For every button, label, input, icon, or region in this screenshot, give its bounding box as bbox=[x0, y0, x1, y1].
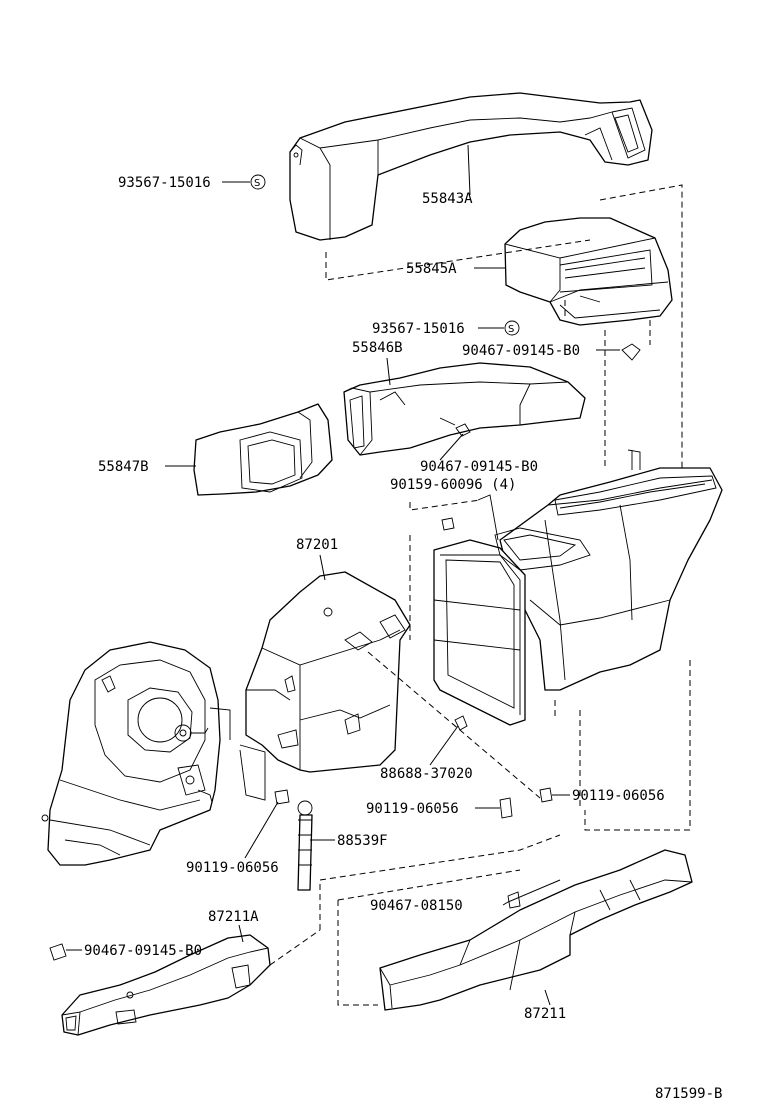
part-labels: 93567-15016 55843A 55845A 93567-15016 90… bbox=[84, 175, 722, 1102]
label-87201: 87201 bbox=[296, 537, 338, 553]
clip-90467-d bbox=[49, 943, 67, 961]
blower-unit bbox=[41, 641, 231, 866]
label-87211a: 87211A bbox=[208, 909, 259, 925]
screw-90159 bbox=[441, 517, 455, 531]
label-87211: 87211 bbox=[524, 1006, 566, 1022]
assembly-dashed-lines bbox=[269, 184, 691, 1006]
duct-55847b bbox=[193, 403, 333, 496]
label-88539f: 88539F bbox=[337, 833, 388, 849]
label-88688-37020: 88688-37020 bbox=[380, 766, 473, 782]
heater-housing bbox=[499, 449, 723, 691]
label-90467-09145-b0-c: 90467-09145-B0 bbox=[84, 943, 202, 959]
heater-core bbox=[433, 494, 591, 726]
screw-90119-b bbox=[499, 797, 513, 819]
clamp-88688 bbox=[454, 715, 468, 731]
diagram-reference-number: 871599-B bbox=[655, 1086, 722, 1102]
s-mark-b: S bbox=[508, 324, 514, 335]
label-55847b: 55847B bbox=[98, 459, 149, 475]
label-90467-09145-b0-b: 90467-09145-B0 bbox=[420, 459, 538, 475]
label-55846b: 55846B bbox=[352, 340, 403, 356]
duct-87211 bbox=[379, 849, 693, 1011]
clip-90467-a bbox=[621, 343, 641, 361]
label-90119-06056-b: 90119-06056 bbox=[366, 801, 459, 817]
label-55845a: 55845A bbox=[406, 261, 457, 277]
label-90467-09145-b0-a: 90467-09145-B0 bbox=[462, 343, 580, 359]
hose-88539f bbox=[297, 800, 313, 891]
fasteners: S S bbox=[49, 174, 641, 961]
s-mark-a: S bbox=[254, 178, 260, 189]
label-90119-06056-c: 90119-06056 bbox=[186, 860, 279, 876]
label-93567-15016-b: 93567-15016 bbox=[372, 321, 465, 337]
screw-90119-a bbox=[539, 787, 553, 803]
duct-87211a bbox=[61, 934, 271, 1036]
label-55843a: 55843A bbox=[422, 191, 473, 207]
duct-55843a bbox=[289, 92, 653, 241]
screw-90119-c bbox=[274, 789, 290, 805]
duct-55846b bbox=[343, 362, 586, 456]
case-87201 bbox=[239, 571, 411, 801]
leader-lines bbox=[66, 144, 620, 1006]
label-90467-08150: 90467-08150 bbox=[370, 898, 463, 914]
duct-55845a bbox=[504, 217, 673, 326]
label-93567-15016-a: 93567-15016 bbox=[118, 175, 211, 191]
clip-90467-c bbox=[507, 891, 521, 909]
clip-93567-b bbox=[504, 320, 520, 336]
label-90119-06056-a: 90119-06056 bbox=[572, 788, 665, 804]
clip-93567-a bbox=[250, 174, 266, 190]
label-90159-60096: 90159-60096 (4) bbox=[390, 477, 516, 493]
clip-90467-b bbox=[455, 423, 471, 437]
